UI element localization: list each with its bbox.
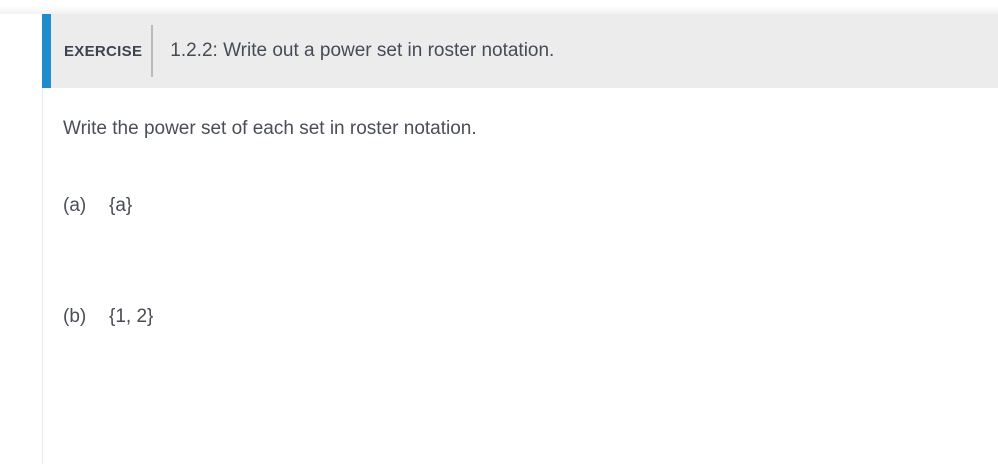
exercise-part-a: (a) {a} xyxy=(63,195,978,217)
part-a-label: (a) xyxy=(63,195,87,216)
part-b-label: (b) xyxy=(63,306,87,327)
exercise-kind-label: EXERCISE xyxy=(64,42,143,60)
exercise-part-b: (b) {1, 2} xyxy=(63,306,978,328)
exercise-body: Write the power set of each set in roste… xyxy=(42,88,998,464)
exercise-header: EXERCISE 1.2.2: Write out a power set in… xyxy=(42,14,998,88)
top-shadow xyxy=(0,0,998,14)
exercise-block: EXERCISE 1.2.2: Write out a power set in… xyxy=(42,14,998,464)
part-a-set: {a} xyxy=(109,195,133,216)
exercise-title: 1.2.2: Write out a power set in roster n… xyxy=(170,40,555,61)
exercise-prompt: Write the power set of each set in roste… xyxy=(63,118,477,139)
part-b-set: {1, 2} xyxy=(109,306,154,327)
header-divider xyxy=(151,25,154,77)
